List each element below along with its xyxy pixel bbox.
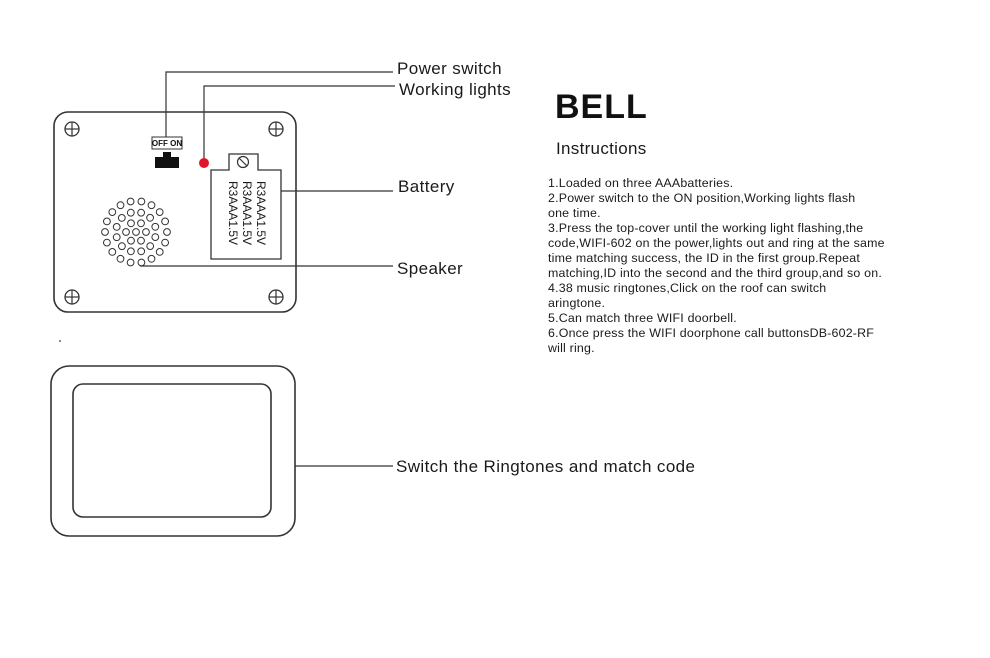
speaker-hole: [126, 197, 135, 206]
battery-labels: R3AAA1.5V R3AAA1.5V R3AAA1.5V: [226, 181, 268, 245]
speaker-hole: [161, 217, 170, 226]
callout-ringtone-button: Switch the Ringtones and match code: [396, 457, 696, 476]
instruction-line: will ring.: [548, 341, 595, 355]
led-indicator: [199, 158, 209, 168]
leader-line-power-switch: [165, 71, 393, 137]
speaker-hole: [108, 208, 117, 217]
power-switch[interactable]: OFF ON: [151, 136, 183, 168]
speaker-hole: [112, 233, 121, 242]
instruction-line: code,WIFI-602 on the power,lights out an…: [548, 236, 885, 250]
speaker-hole: [146, 213, 155, 222]
instruction-line: 2.Power switch to the ON position,Workin…: [548, 191, 856, 205]
speaker-hole: [103, 238, 111, 247]
speaker-hole: [132, 228, 140, 236]
battery-label: R3AAA1.5V: [226, 181, 240, 245]
instruction-line: 5.Can match three WIFI doorbell.: [548, 311, 737, 325]
page-subtitle: Instructions: [556, 139, 647, 158]
speaker-hole: [163, 228, 171, 236]
screw-icon: [268, 289, 284, 305]
instruction-line: 4.38 music ringtones,Click on the roof c…: [548, 281, 827, 295]
speaker-hole: [101, 228, 109, 236]
speaker-hole: [108, 248, 117, 256]
speaker-hole: [127, 219, 135, 228]
leader-line-working-lights: [203, 85, 395, 158]
instruction-line: 6.Once press the WIFI doorphone call but…: [548, 326, 875, 340]
callout-working-lights: Working lights: [399, 80, 512, 99]
switch-label: OFF ON: [152, 139, 182, 148]
screw-icon: [268, 121, 284, 137]
ringtone-match-button[interactable]: [72, 383, 272, 518]
speaker-hole: [118, 242, 126, 251]
speaker-hole: [112, 223, 121, 231]
speaker-hole: [137, 208, 146, 217]
speaker-hole: [161, 238, 170, 247]
speaker-hole: [151, 233, 160, 242]
page-title: BELL: [555, 88, 648, 126]
speaker-hole: [137, 247, 146, 256]
speck: [59, 340, 61, 342]
speaker-hole: [122, 228, 130, 236]
speaker-hole: [155, 208, 164, 217]
instructions-list: 1.Loaded on three AAAbatteries. 2.Power …: [548, 176, 948, 356]
instruction-line: one time.: [548, 206, 601, 220]
speaker-hole: [155, 248, 164, 256]
instruction-line: time matching success, the ID in the fir…: [548, 251, 860, 265]
speaker-hole: [146, 242, 155, 251]
speaker-hole: [126, 258, 135, 267]
screw-icon: [64, 121, 80, 137]
speaker-hole: [116, 201, 125, 210]
speaker-hole: [127, 236, 135, 245]
callout-speaker: Speaker: [397, 259, 464, 278]
speaker-hole: [151, 222, 160, 231]
battery-label: R3AAA1.5V: [254, 181, 268, 245]
speaker-hole: [117, 214, 126, 222]
speaker-hole: [137, 219, 145, 228]
speaker-hole: [147, 254, 156, 263]
speaker-hole: [137, 236, 145, 245]
speaker-hole: [137, 197, 146, 206]
callout-battery: Battery: [398, 177, 455, 196]
speaker-hole: [116, 254, 125, 263]
battery-compartment: [210, 153, 282, 260]
speaker-hole: [147, 201, 156, 210]
instruction-line: 3.Press the top-cover until the working …: [548, 221, 864, 235]
instruction-line: 1.Loaded on three AAAbatteries.: [548, 176, 734, 190]
screw-icon: [64, 289, 80, 305]
speaker-grille: [101, 197, 171, 267]
callout-power-switch: Power switch: [397, 59, 502, 78]
speaker-hole: [142, 228, 150, 236]
instruction-line: matching,ID into the second and the thir…: [548, 266, 882, 280]
speaker-hole: [126, 208, 135, 217]
battery-label: R3AAA1.5V: [240, 181, 254, 245]
instruction-line: aringtone.: [548, 296, 606, 310]
speaker-hole: [103, 217, 111, 226]
speaker-hole: [126, 247, 135, 256]
